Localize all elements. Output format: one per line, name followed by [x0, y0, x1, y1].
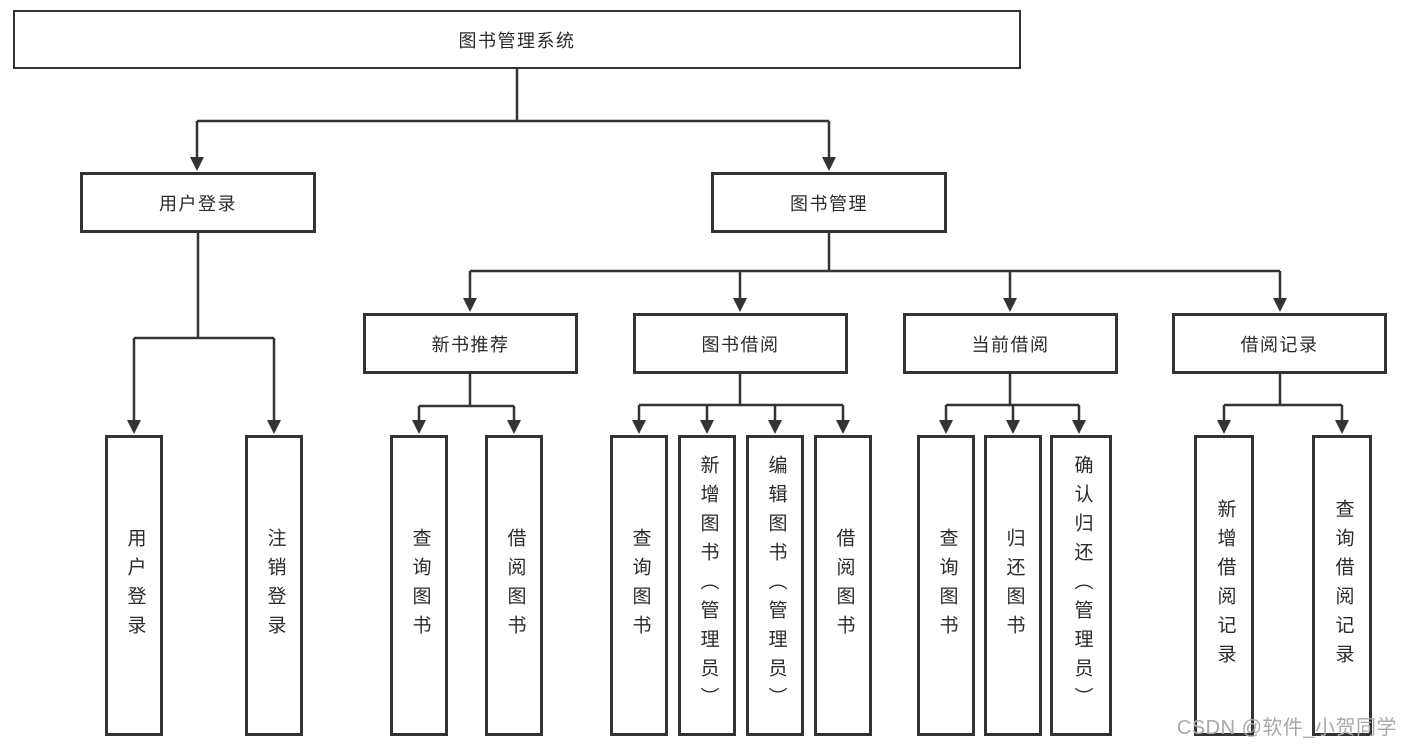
leaf-borrow-books-recommend: 借阅图书 [485, 435, 543, 736]
node-label: 新增图书（管理员） [697, 455, 719, 716]
node-label: 确认归还（管理员） [1071, 455, 1093, 716]
node-label: 借阅图书 [504, 527, 526, 644]
node-label: 归还图书 [1003, 527, 1025, 644]
node-library-management-system: 图书管理系统 [13, 10, 1021, 69]
node-book-borrowing: 图书借阅 [633, 313, 848, 374]
leaf-return-books: 归还图书 [984, 435, 1042, 736]
leaf-query-books-current: 查询图书 [917, 435, 975, 736]
leaf-borrow-books: 借阅图书 [814, 435, 872, 736]
node-user-login: 用户登录 [80, 172, 316, 233]
node-label: 借阅记录 [1240, 334, 1319, 355]
node-label: 图书管理 [790, 193, 868, 214]
node-label: 编辑图书（管理员） [765, 455, 787, 716]
node-label: 查询借阅记录 [1332, 498, 1354, 673]
leaf-logout: 注销登录 [245, 435, 303, 736]
csdn-watermark: CSDN @软件_小贺同学 [1176, 717, 1397, 739]
leaf-add-borrow-record: 新增借阅记录 [1194, 435, 1254, 736]
node-label: 新增借阅记录 [1214, 498, 1236, 673]
leaf-query-books-borrowing: 查询图书 [610, 435, 668, 736]
leaf-query-borrow-record: 查询借阅记录 [1312, 435, 1372, 736]
node-label: 新书推荐 [431, 334, 510, 355]
leaf-query-books-recommend: 查询图书 [390, 435, 448, 736]
node-label: 用户登录 [159, 193, 237, 214]
leaf-user-login: 用户登录 [105, 435, 163, 736]
node-label: 查询图书 [409, 527, 431, 644]
node-label: 用户登录 [124, 527, 146, 644]
node-label: 图书管理系统 [458, 30, 576, 51]
node-label: 借阅图书 [833, 527, 855, 644]
node-label: 查询图书 [629, 527, 651, 644]
leaf-confirm-return-admin: 确认归还（管理员） [1050, 435, 1112, 736]
leaf-add-book-admin: 新增图书（管理员） [678, 435, 736, 736]
node-book-management: 图书管理 [711, 172, 947, 233]
node-label: 当前借阅 [971, 334, 1050, 355]
node-borrowing-records: 借阅记录 [1172, 313, 1387, 374]
node-label: 注销登录 [264, 527, 286, 644]
connector-tree [127, 69, 1349, 434]
node-label: 查询图书 [936, 527, 958, 644]
node-new-book-recommendation: 新书推荐 [363, 313, 578, 374]
node-label: 图书借阅 [701, 334, 780, 355]
leaf-edit-book-admin: 编辑图书（管理员） [746, 435, 804, 736]
node-current-borrowing: 当前借阅 [903, 313, 1118, 374]
